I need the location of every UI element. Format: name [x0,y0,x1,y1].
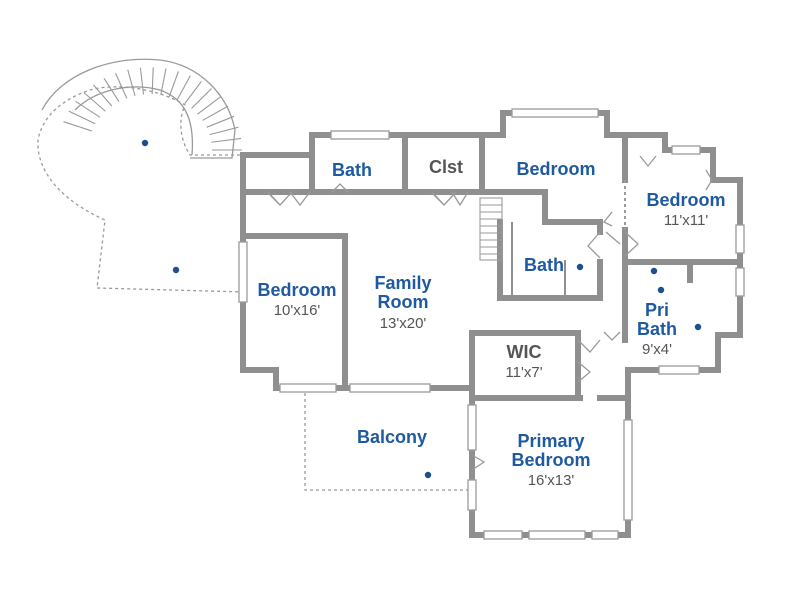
family-room-size: 13'x20' [380,315,427,332]
spiral-tread [211,137,242,143]
family-room-label-line2: Room [378,292,429,312]
wic-size: 11'x7' [505,364,542,381]
spiral-tread [160,68,167,96]
spiral-tread [176,75,191,101]
spiral-tread [83,92,106,112]
spiral-tread [115,73,128,99]
spiral-stair-outer-arc [41,58,236,159]
closet-label: Clst [429,157,463,177]
light-dot [650,267,658,275]
pri-bath-label-line1: Pri [645,300,669,320]
windows [238,108,745,540]
spiral-stair [37,58,246,293]
doors [267,155,713,471]
balcony-label: Balcony [357,427,427,447]
light-dot [172,266,180,274]
light-dot [141,139,149,147]
spiral-tread [197,96,221,115]
spiral-tread [184,81,202,105]
primary-bedroom-label-line1: Primary [517,431,584,451]
room-labels: Bath Clst Bedroom Bedroom 11'x11' Bedroo… [257,157,725,489]
spiral-tread [127,69,136,97]
spiral-tread [92,84,113,107]
bedroom-top-label: Bedroom [516,159,595,179]
spiral-stair-inner-arc [74,86,194,156]
bedroom-right-size: 11'x11' [664,212,709,229]
spiral-tread [209,126,239,136]
spiral-tread [206,115,235,128]
wic-label: WIC [507,342,542,362]
spiral-tread [75,100,101,118]
family-room-label-line1: Family [374,273,431,293]
spiral-tread [103,77,120,102]
stair [479,197,503,261]
bedroom-left-size: 10'x16' [274,302,321,319]
bedroom-right-label: Bedroom [646,190,725,210]
spiral-tread [63,121,92,132]
fixtures [141,139,702,479]
spiral-tread [168,71,179,98]
spiral-treads [63,67,242,151]
pri-bath-label-line2: Bath [637,319,677,339]
spiral-tread [191,88,212,109]
pri-bath-size: 9'x4' [642,341,672,358]
light-dot [694,323,702,331]
balcony-outline [304,387,470,491]
primary-bedroom-label-line2: Bedroom [511,450,590,470]
spiral-tread [151,67,154,95]
light-dot [657,286,665,294]
spiral-tread [202,105,229,121]
interior-walls [240,132,743,401]
spiral-tread [68,110,96,125]
spiral-stair-outline [37,86,246,293]
bedroom-left-label: Bedroom [257,280,336,300]
bath-mid-label: Bath [524,255,564,275]
light-dot [424,471,432,479]
spiral-tread [139,67,145,95]
primary-bedroom-size: 16'x13' [528,472,575,489]
bath-top-label: Bath [332,160,372,180]
light-dot [576,263,584,271]
